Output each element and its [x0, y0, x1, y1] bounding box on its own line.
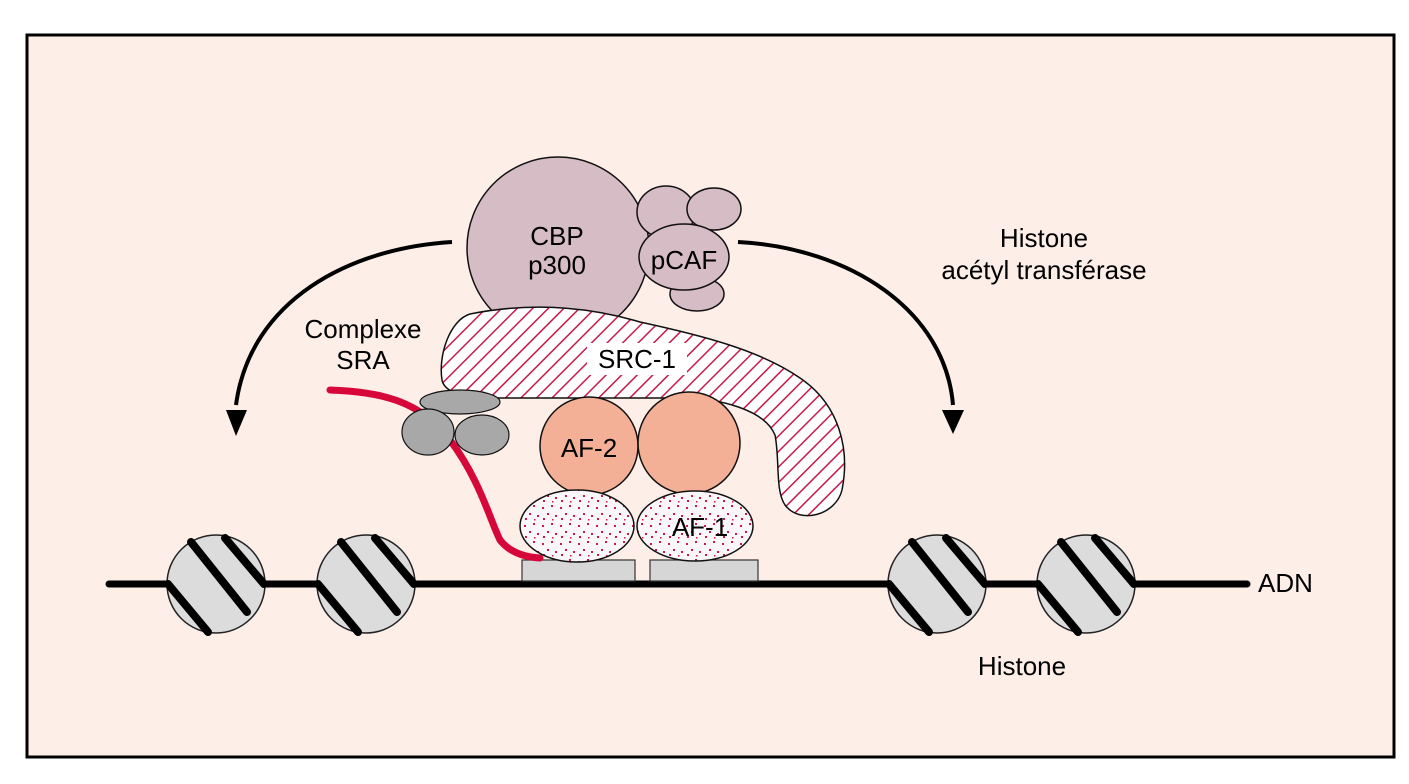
- response-element-left: [521, 559, 636, 582]
- p300-label: p300: [528, 250, 586, 280]
- af2-domain-right: [637, 391, 741, 495]
- hat-label-line2: acétyl transférase: [941, 255, 1146, 285]
- sra-protein-top: [419, 389, 501, 415]
- histone-3: [885, 534, 989, 636]
- cbp-label: CBP: [530, 221, 583, 251]
- dna-label: ADN: [1258, 568, 1313, 598]
- response-element-right: [649, 559, 759, 582]
- af1-domain-right: [636, 490, 754, 562]
- histone-1: [164, 534, 268, 636]
- histone-label: Histone: [978, 651, 1066, 681]
- pcaf-label: pCAF: [651, 245, 717, 275]
- af1-domain-left: [519, 489, 635, 563]
- sra-protein-left: [401, 408, 455, 456]
- histone-2: [314, 534, 418, 636]
- af2-label: AF-2: [561, 433, 617, 463]
- src1-label: SRC-1: [598, 344, 676, 374]
- right-arrowhead-icon: [942, 410, 964, 434]
- pcaf-protein: [638, 223, 730, 291]
- sra-rna: [326, 386, 544, 562]
- af1-label: AF-1: [672, 512, 728, 542]
- complexe-label: Complexe: [304, 314, 421, 344]
- right-arrow: [737, 240, 964, 434]
- histone-4: [1034, 534, 1138, 636]
- sra-label: SRA: [336, 345, 390, 375]
- pcaf-subunit-top-right: [686, 187, 742, 231]
- left-arrowhead-icon: [226, 410, 247, 436]
- hat-label-line1: Histone: [1000, 223, 1088, 253]
- sra-protein-right: [454, 414, 510, 456]
- left-arrow: [226, 240, 453, 436]
